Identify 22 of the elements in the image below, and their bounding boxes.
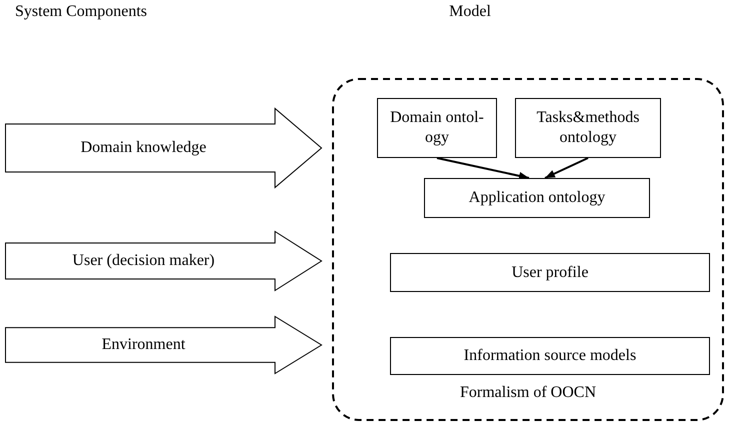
- arrow: [436, 157, 530, 180]
- input-arrow: [5, 231, 322, 291]
- node-label: User profile: [510, 262, 590, 282]
- column-heading: Model: [448, 2, 492, 22]
- model-container: [332, 78, 724, 421]
- ontology-box: [390, 253, 710, 292]
- node-label: Environment: [100, 335, 186, 355]
- node-label: Application ontology: [468, 188, 606, 208]
- input-arrow: [5, 108, 322, 188]
- ontology-box: [515, 98, 661, 158]
- node-label: Information source models: [462, 346, 638, 366]
- container-caption: Formalism of OOCN: [459, 383, 597, 403]
- ontology-box: [424, 178, 650, 218]
- ontology-box: [377, 98, 497, 158]
- node-label: Tasks&methods ontology: [536, 108, 640, 148]
- column-heading: System Components: [15, 2, 145, 22]
- node-label: Domain knowledge: [80, 138, 208, 158]
- ontology-box: [390, 337, 710, 375]
- node-label: Domain ontol- ogy: [389, 108, 485, 148]
- input-arrow: [5, 316, 322, 374]
- arrow: [544, 157, 588, 179]
- node-label: User (decision maker): [71, 251, 216, 271]
